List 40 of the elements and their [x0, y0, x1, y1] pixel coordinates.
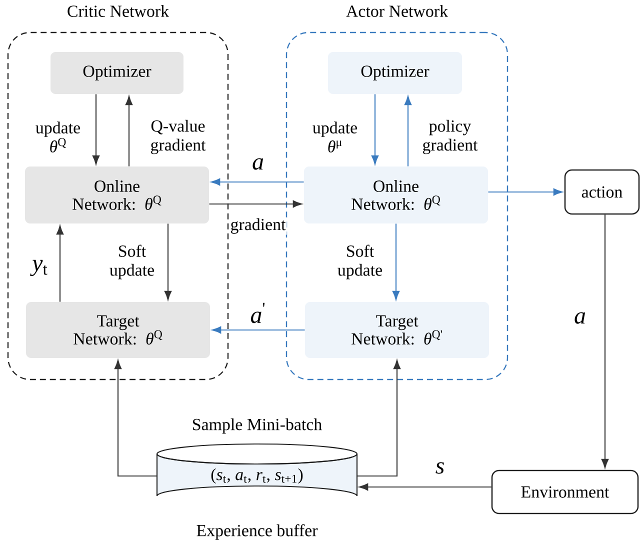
arrow	[114, 360, 157, 477]
arrow	[164, 224, 172, 300]
edge-label: s	[434, 461, 446, 475]
edge-label: a	[251, 157, 265, 171]
rounded-box: Environment	[491, 470, 639, 514]
buffer-caption: Sample Mini-batch	[193, 418, 322, 434]
network-box: Optimizer	[328, 52, 462, 94]
network-box: Online Network: θ$^{Q}$	[304, 166, 488, 224]
network-box: Online Network: θ$^{Q}$	[25, 166, 209, 224]
arrow	[212, 326, 305, 334]
edge-label: Soft update	[328, 244, 392, 280]
arrow	[209, 200, 302, 208]
arrow	[404, 96, 412, 166]
group-title: Critic Network	[68, 5, 170, 17]
arrow	[392, 224, 400, 300]
buffer-cylinder: (s$_{t}$, a$_{t}$, r$_{t}$, s$_{t+1}$)	[156, 443, 358, 497]
arrow	[601, 214, 609, 468]
group-title: Actor Network	[346, 5, 448, 17]
edge-label: gradient	[229, 217, 287, 235]
network-box: Optimizer	[50, 52, 184, 94]
arrow	[371, 94, 379, 165]
arrow	[358, 483, 492, 491]
edge-label: Q-value gradient	[146, 118, 210, 156]
edge-label: a	[573, 311, 587, 325]
arrow	[488, 188, 563, 196]
arrow	[210, 178, 304, 186]
arrow	[357, 360, 401, 477]
arrow	[56, 225, 64, 302]
edge-label: a$^{'}$	[249, 302, 267, 324]
network-box: Target Network: θ$^{Q}$	[26, 302, 210, 358]
network-box: Target Network: θ$^{Q'}$	[305, 302, 489, 358]
buffer-caption: Experience buffer	[196, 524, 318, 540]
edge-label: y$_{t}$	[30, 258, 49, 278]
edge-label: policy gradient	[418, 118, 482, 156]
arrow	[125, 96, 133, 166]
edge-label: update θ$^{μ}$	[303, 120, 367, 154]
rounded-box: action	[564, 169, 640, 215]
arrow	[92, 94, 100, 165]
edge-label: Soft update	[100, 244, 164, 280]
edge-label: update θ$^{Q}$	[26, 120, 90, 154]
